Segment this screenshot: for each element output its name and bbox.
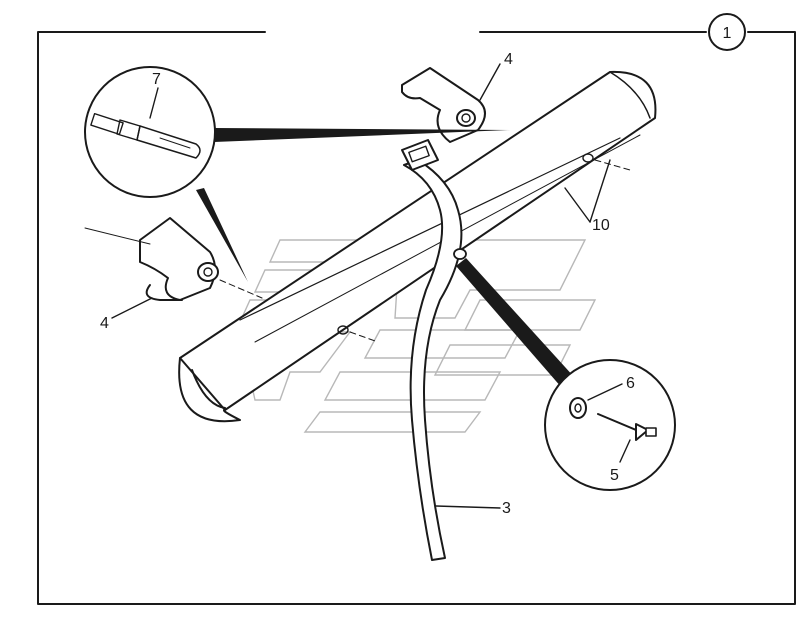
detail-leader-lines bbox=[196, 128, 510, 282]
clamp-left: 4 bbox=[84, 217, 263, 332]
sheet-number: 1 bbox=[723, 25, 732, 42]
pipe bbox=[178, 70, 657, 423]
callout-fastener: 7 bbox=[152, 71, 161, 88]
detail-rivet: 6 5 bbox=[456, 258, 676, 491]
detail-fastener: 7 bbox=[84, 66, 216, 198]
pipe-callout: 10 bbox=[564, 159, 611, 234]
drawing-frame bbox=[37, 31, 796, 605]
strap: 3 bbox=[401, 139, 511, 561]
callout-clamp-left: 4 bbox=[100, 315, 109, 332]
sheet-number-badge: 1 bbox=[708, 13, 746, 51]
callout-rivet: 5 bbox=[610, 467, 619, 484]
clamp-top: 4 bbox=[401, 51, 513, 143]
callout-washer: 6 bbox=[626, 375, 635, 392]
callout-pipe: 10 bbox=[592, 217, 610, 234]
callout-strap: 3 bbox=[502, 500, 511, 517]
callout-clamp-top: 4 bbox=[504, 51, 513, 68]
